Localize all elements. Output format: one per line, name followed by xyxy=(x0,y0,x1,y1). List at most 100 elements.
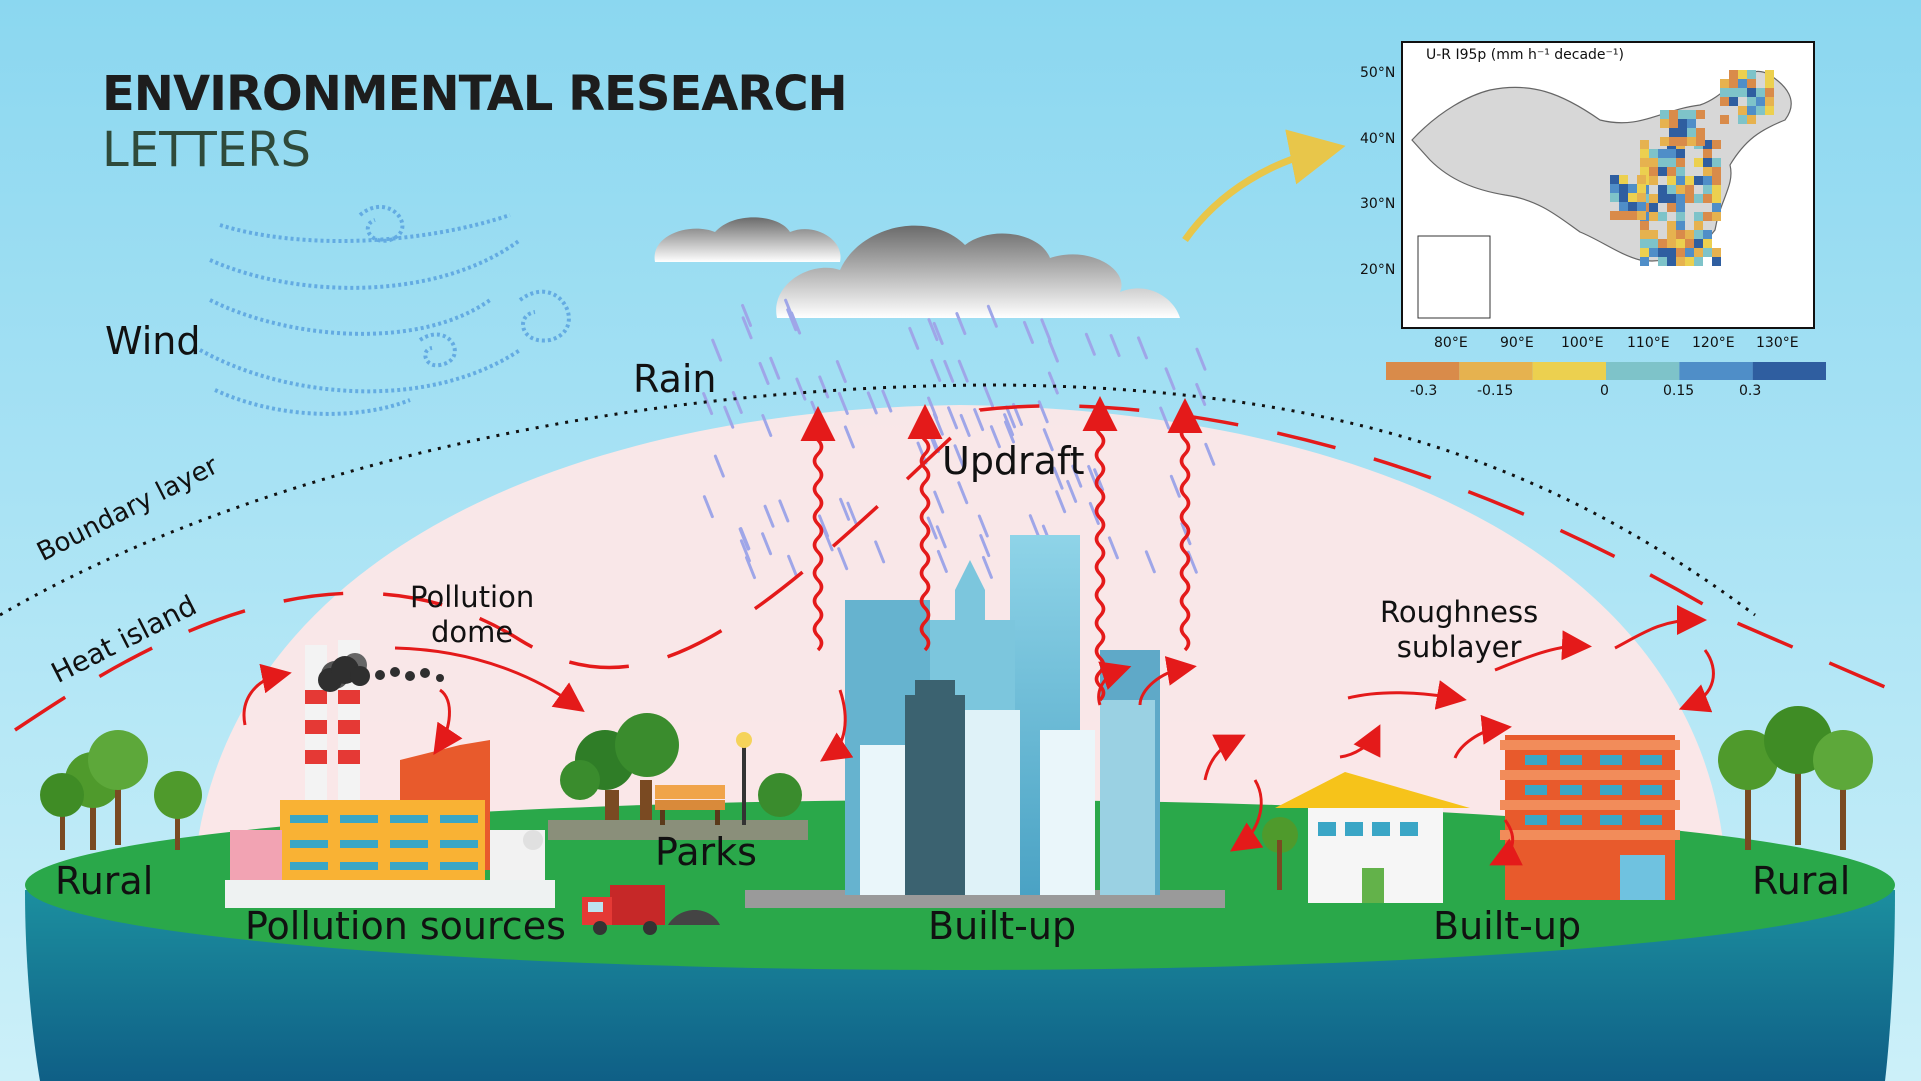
map-cell xyxy=(1678,128,1687,137)
rain-drop xyxy=(786,308,798,332)
journal-logo: ENVIRONMENTAL RESEARCH LETTERS xyxy=(102,70,848,178)
map-cell xyxy=(1703,230,1712,239)
lat-label-50: 50°N xyxy=(1360,65,1396,81)
smoke xyxy=(318,656,444,692)
map-cell xyxy=(1649,194,1658,203)
map-cell xyxy=(1667,239,1676,248)
map-cell xyxy=(1712,194,1721,203)
map-cell xyxy=(1765,79,1774,88)
rain-drop xyxy=(874,540,886,564)
map-cell xyxy=(1712,185,1721,194)
map-cell xyxy=(1628,193,1637,202)
map-cell xyxy=(1619,184,1628,193)
journal-title-line2: LETTERS xyxy=(102,122,312,178)
map-cell xyxy=(1712,248,1721,257)
map-cell xyxy=(1658,239,1667,248)
rain-drop xyxy=(738,527,750,551)
rain-drop xyxy=(1107,536,1119,560)
map-cell xyxy=(1649,176,1658,185)
map-cell xyxy=(1703,194,1712,203)
map-cell xyxy=(1738,70,1747,79)
map-cell xyxy=(1696,110,1705,119)
map-cell xyxy=(1685,176,1694,185)
rain-drop xyxy=(1144,550,1156,574)
map-cell xyxy=(1649,239,1658,248)
rain-drop xyxy=(761,532,773,556)
rain-drop xyxy=(986,304,998,328)
map-cell xyxy=(1637,193,1646,202)
map-cell xyxy=(1765,70,1774,79)
map-cell xyxy=(1696,128,1705,137)
map-cell xyxy=(1667,167,1676,176)
map-cell xyxy=(1703,167,1712,176)
map-cell xyxy=(1610,193,1619,202)
map-cell xyxy=(1703,248,1712,257)
rain-drop xyxy=(935,525,947,549)
house xyxy=(1262,772,1470,903)
map-cell xyxy=(1685,239,1694,248)
rain-drop xyxy=(981,555,993,579)
rain-drop xyxy=(955,312,967,336)
map-cell xyxy=(1694,158,1703,167)
map-cell xyxy=(1628,211,1637,220)
map-cell xyxy=(1747,115,1756,124)
map-cell xyxy=(1610,211,1619,220)
rain-drop xyxy=(1159,406,1171,430)
rain-drop xyxy=(1028,514,1040,538)
map-cell xyxy=(1669,110,1678,119)
map-cell xyxy=(1658,257,1667,266)
city-center xyxy=(745,535,1225,908)
pointer-arrow xyxy=(1182,129,1346,243)
boundary-layer-line xyxy=(0,383,1756,617)
map-cell xyxy=(1667,203,1676,212)
map-cell xyxy=(1720,115,1729,124)
map-cell xyxy=(1676,149,1685,158)
rain-drop xyxy=(778,499,790,523)
map-cell xyxy=(1667,257,1676,266)
rain-drop xyxy=(1195,347,1207,371)
rain-drop xyxy=(784,298,796,322)
map-cell xyxy=(1738,106,1747,115)
rural-trees-right xyxy=(1718,706,1873,850)
map-cell xyxy=(1747,79,1756,88)
rain-drop xyxy=(818,375,830,399)
colorbar-tick-neg03: -0.3 xyxy=(1410,383,1438,399)
rain-drop xyxy=(957,359,969,383)
colorbar-segment xyxy=(1386,362,1460,380)
colorbar-tick-0: 0 xyxy=(1600,383,1609,399)
map-cell xyxy=(1676,158,1685,167)
map-cell xyxy=(1619,202,1628,211)
map-cell xyxy=(1756,88,1765,97)
map-cell xyxy=(1720,97,1729,106)
heat-island-line xyxy=(14,404,1916,732)
map-cell xyxy=(1676,212,1685,221)
wind-label: Wind xyxy=(105,319,201,363)
rain-drop xyxy=(979,534,991,558)
map-cell xyxy=(1667,185,1676,194)
map-cell xyxy=(1738,88,1747,97)
rain-drop xyxy=(1052,466,1064,490)
map-cell xyxy=(1678,110,1687,119)
map-cell xyxy=(1676,221,1685,230)
map-cell xyxy=(1669,128,1678,137)
rain-drop xyxy=(818,514,830,538)
colorbar-tick-03: 0.3 xyxy=(1739,383,1762,399)
circulation-arrows xyxy=(242,605,1715,866)
map-cell xyxy=(1658,248,1667,257)
rural-left-label: Rural xyxy=(55,859,154,903)
map-cell xyxy=(1660,119,1669,128)
map-cell xyxy=(1703,239,1712,248)
map-cell xyxy=(1685,257,1694,266)
map-cell xyxy=(1658,149,1667,158)
apartment-building xyxy=(1500,735,1680,900)
map-cell xyxy=(1667,221,1676,230)
rain-drop xyxy=(1040,318,1052,342)
map-cell xyxy=(1765,88,1774,97)
rain-drop xyxy=(787,554,799,578)
map-cell xyxy=(1637,211,1646,220)
map-cell xyxy=(1676,248,1685,257)
map-cell xyxy=(1678,137,1687,146)
map-cell xyxy=(1747,97,1756,106)
rural-right-label: Rural xyxy=(1752,859,1851,903)
rain-drop xyxy=(846,501,858,525)
